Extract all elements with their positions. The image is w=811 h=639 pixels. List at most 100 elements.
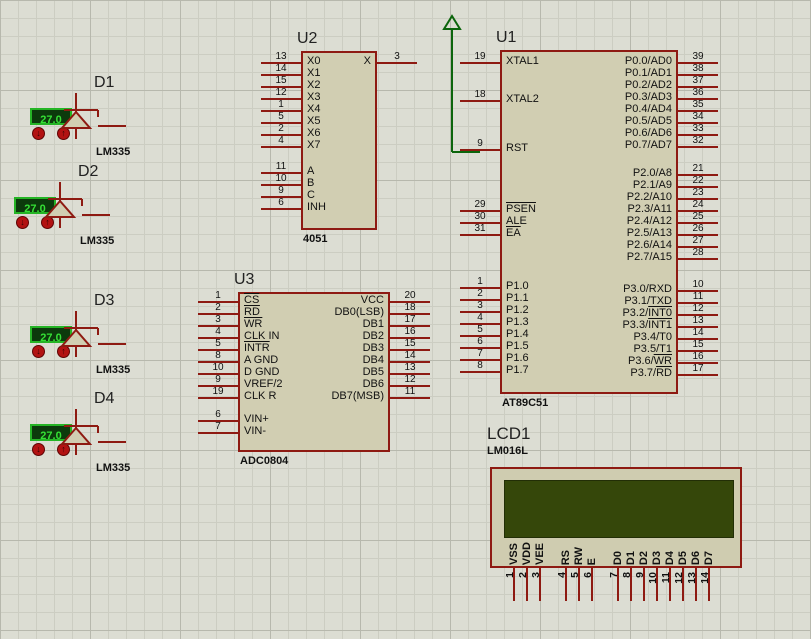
lcd-lcd1[interactable]: LCD1 LM016L VSS 1 VDD 2 VEE bbox=[487, 424, 742, 607]
pin-stub: 13 bbox=[261, 52, 301, 64]
pin-stub: 13 bbox=[678, 316, 718, 328]
pin-number: 8 bbox=[215, 350, 221, 361]
pin-number: 8 bbox=[621, 572, 633, 578]
pin-stub: 3 bbox=[377, 52, 417, 64]
pin-label: DB3 bbox=[362, 342, 384, 354]
pin: 10 B bbox=[261, 174, 377, 189]
pin-label: P1.1 bbox=[506, 292, 529, 304]
pin-number: 11 bbox=[660, 572, 672, 584]
pin-stub: 32 bbox=[678, 136, 718, 148]
chip-box[interactable] bbox=[301, 51, 377, 230]
lcd-body[interactable] bbox=[490, 467, 742, 568]
pin: DB1 17 bbox=[238, 315, 430, 330]
pin-number: 9 bbox=[278, 185, 284, 196]
pin-number: 1 bbox=[477, 276, 483, 287]
pin-stub: 10 bbox=[678, 280, 718, 292]
decrement-button[interactable]: ↓ bbox=[32, 443, 45, 456]
pin-stub bbox=[669, 568, 671, 601]
pin-stub: 1 bbox=[198, 291, 238, 303]
pin-number: 18 bbox=[404, 302, 416, 313]
pin-number: 16 bbox=[404, 326, 416, 337]
pin-number: 5 bbox=[477, 324, 483, 335]
mcu-right-pins: P0.0/AD0 39 P0.1/AD1 38 P0.2/AD2 37 P0.3… bbox=[500, 52, 718, 379]
pin: 10 D GND bbox=[198, 362, 390, 378]
pin-number: 13 bbox=[404, 362, 416, 373]
adc-u3[interactable]: U3 1 CS 2 RD 3 WR 4 bbox=[198, 271, 430, 467]
pin-label: P3.1/TXD bbox=[624, 295, 672, 307]
pin-stub: 21 bbox=[678, 164, 718, 176]
pin-number: 26 bbox=[692, 223, 704, 234]
pin-number: 23 bbox=[692, 187, 704, 198]
sensor-d1[interactable]: D1 27.0 ↓ ↑ LM335 bbox=[30, 74, 162, 168]
chip-box[interactable] bbox=[500, 50, 678, 394]
pin: P2.2/A10 23 bbox=[500, 188, 718, 203]
pin: P2.5/A13 26 bbox=[500, 223, 718, 239]
decrement-button[interactable]: ↓ bbox=[16, 216, 29, 229]
pin-stub bbox=[591, 568, 593, 601]
pin-number: 5 bbox=[215, 338, 221, 349]
pin-number: 4 bbox=[215, 326, 221, 337]
pin-label: P0.6/AD6 bbox=[624, 127, 672, 139]
pin-label: P3.3/INT1 bbox=[622, 319, 672, 331]
pin-stub: 31 bbox=[460, 224, 500, 236]
pin-number: 17 bbox=[692, 363, 704, 374]
pin-label: DB4 bbox=[362, 354, 384, 366]
pin-label: RD bbox=[244, 306, 260, 318]
pin-label: INTR bbox=[244, 342, 270, 354]
pin-label: P1.7 bbox=[506, 364, 529, 376]
decrement-button[interactable]: ↓ bbox=[32, 127, 45, 140]
pin-stub: 7 bbox=[198, 422, 238, 434]
pin-number: 16 bbox=[692, 351, 704, 362]
mux-left-pins: 13 X0 14 X1 15 X2 12 X3 bbox=[261, 52, 377, 213]
pin-number: 10 bbox=[212, 362, 224, 373]
pin: 9 C bbox=[261, 185, 377, 201]
pin-number: 24 bbox=[692, 199, 704, 210]
pin-number: 30 bbox=[474, 211, 486, 222]
pin-label: P2.4/A12 bbox=[626, 215, 672, 227]
pin-number: 13 bbox=[686, 572, 698, 584]
pin: 11 A bbox=[261, 162, 377, 177]
pin-stub: 16 bbox=[678, 352, 718, 364]
sensor-d4[interactable]: D4 27.0 ↓ ↑ LM335 bbox=[30, 390, 162, 484]
sensor-d2[interactable]: D2 27.0 ↓ ↑ LM335 bbox=[14, 163, 146, 257]
increment-button[interactable]: ↑ bbox=[57, 127, 70, 140]
mcu-u1[interactable]: U1 19 XTAL1 18 XTAL2 9 RST 29 bbox=[460, 29, 718, 409]
decrement-button[interactable]: ↓ bbox=[32, 345, 45, 358]
pin: P2.4/A12 25 bbox=[500, 212, 718, 227]
pin-label: P2.0/A8 bbox=[632, 167, 672, 179]
pin: 31 EA bbox=[460, 224, 678, 239]
pin-number: 6 bbox=[278, 197, 284, 208]
pin: 5 INTR bbox=[198, 338, 390, 354]
pin-stub: 5 bbox=[460, 325, 500, 337]
temperature-value: 27.0 bbox=[24, 203, 46, 215]
pin-number: 14 bbox=[692, 327, 704, 338]
mux-u2[interactable]: U2 13 X0 14 X1 15 X2 12 bbox=[261, 30, 417, 245]
pin-number: 2 bbox=[215, 302, 221, 313]
pin-number: 37 bbox=[692, 75, 704, 86]
diode-symbol bbox=[59, 93, 126, 139]
pin-label: P2.7/A15 bbox=[626, 251, 672, 263]
pin-number: 2 bbox=[278, 123, 284, 134]
pin-label: DB7(MSB) bbox=[331, 390, 384, 402]
chip-box[interactable] bbox=[238, 292, 390, 452]
pin-stub: 1 bbox=[460, 277, 500, 289]
pin-stub: 3 bbox=[460, 301, 500, 313]
pin: P3.0/RXD 10 bbox=[500, 280, 718, 295]
lcd-pin: D6 13 bbox=[686, 503, 703, 603]
pin-stub: 37 bbox=[678, 76, 718, 88]
pin-label: P3.5/T1 bbox=[633, 343, 672, 355]
sensor-d3[interactable]: D3 27.0 ↓ ↑ LM335 bbox=[30, 292, 162, 386]
pin: P2.6/A14 27 bbox=[500, 236, 718, 251]
pin-stub: 29 bbox=[460, 200, 500, 212]
lcd-pin: D0 7 bbox=[608, 503, 625, 603]
pin-stub: 1 bbox=[261, 100, 301, 112]
pin-label: VCC bbox=[360, 294, 384, 306]
pin: 1 CS bbox=[198, 291, 390, 306]
pin-label: P3.6/WR bbox=[627, 355, 672, 367]
lcd-pin: VDD 2 bbox=[517, 503, 534, 603]
pin: 4 CLK IN bbox=[198, 326, 390, 342]
pin-stub: 23 bbox=[678, 188, 718, 200]
mux-right-pins: X 3 bbox=[301, 52, 417, 67]
power-terminal-icon[interactable] bbox=[440, 12, 500, 162]
